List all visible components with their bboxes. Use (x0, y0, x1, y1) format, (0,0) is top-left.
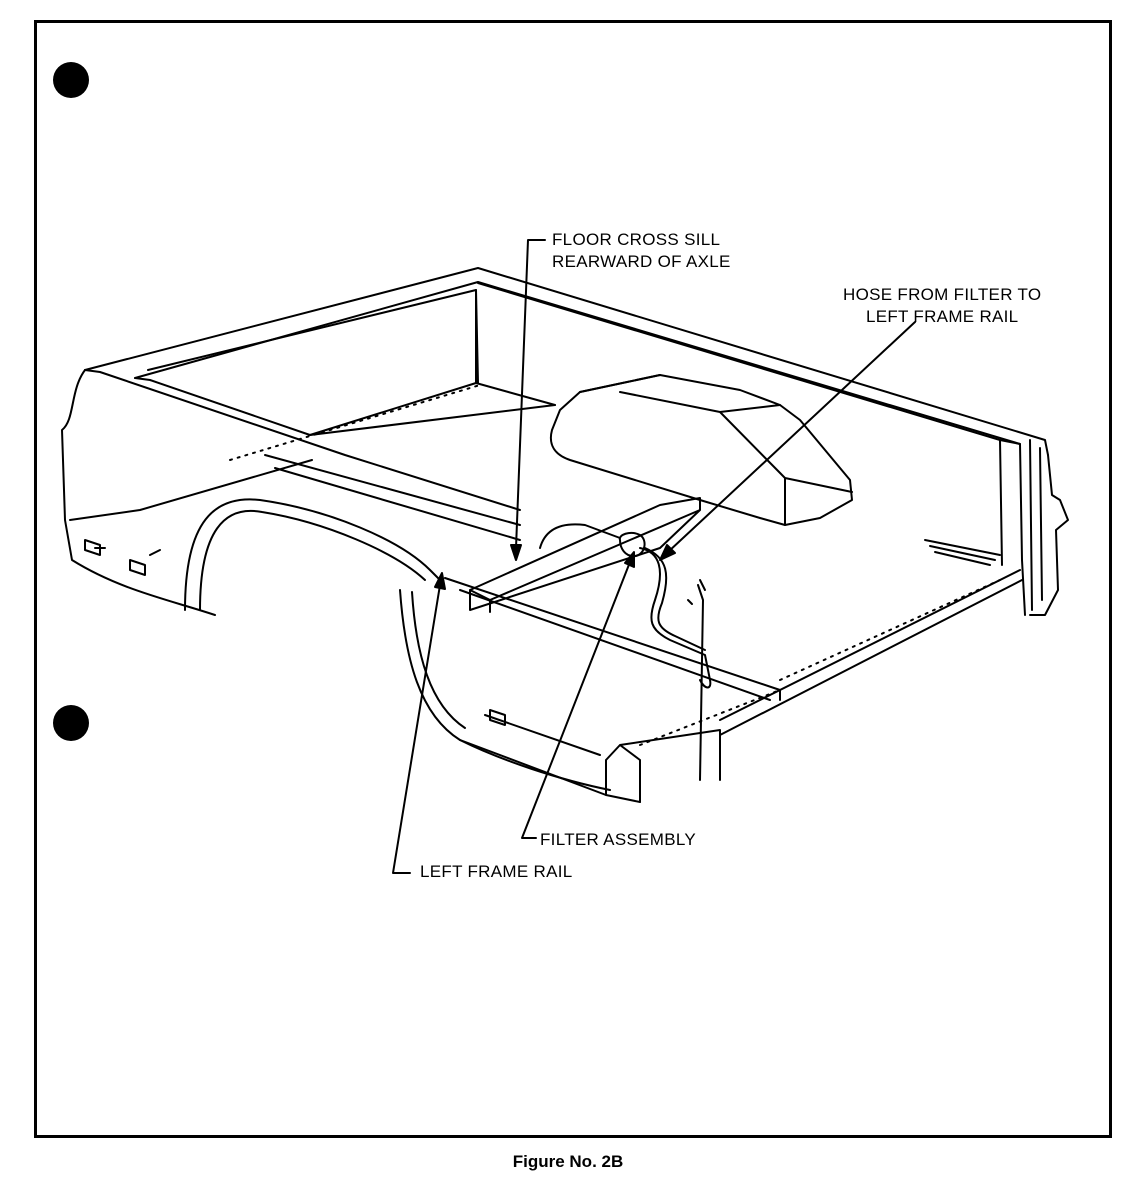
hose-inner (644, 547, 706, 651)
leader-filter-arrow (624, 551, 635, 568)
cross-sill (469, 497, 701, 613)
rear-post-right (697, 584, 704, 781)
binder-hole-bottom (53, 705, 89, 741)
stake-pocket-1 (84, 539, 106, 556)
leader-filter (521, 561, 631, 839)
floor-ribs (229, 384, 1001, 746)
leader-hose-arrow (659, 544, 676, 561)
stake-pocket-2 (129, 549, 161, 576)
leader-floor-sill (515, 239, 546, 549)
leader-hose (667, 321, 916, 553)
bed-floor-rear-edge-2 (719, 579, 1023, 736)
label-filter-assembly: FILTER ASSEMBLY (540, 830, 696, 849)
front-wall-floor-edge (475, 382, 556, 406)
wheel-hump (550, 374, 853, 526)
label-hose-line1: HOSE FROM FILTER TO (843, 285, 1042, 304)
label-left-frame-rail: LEFT FRAME RAIL (420, 862, 573, 881)
left-bedside-bottom (459, 739, 641, 803)
wheel-hump-ridge (579, 374, 853, 526)
leader-frame-rail-arrow (434, 572, 446, 590)
figure-caption: Figure No. 2B (512, 1152, 624, 1171)
wheel-arch-lower-inner (411, 591, 466, 729)
right-wall-inner (999, 439, 1023, 561)
label-floor-cross-sill: FLOOR CROSS SILL REARWARD OF AXLE (552, 229, 731, 273)
hose (639, 547, 712, 689)
left-bedside-rear-line-2 (459, 589, 771, 701)
left-bedside-front (61, 369, 216, 616)
front-wall (309, 289, 477, 436)
rear-post (605, 729, 721, 803)
right-rear-post (1021, 439, 1069, 616)
filter-assembly (618, 531, 646, 558)
bed-inner-rim (147, 289, 479, 384)
label-floor-cross-sill-line2: REARWARD OF AXLE (552, 252, 731, 271)
bed-front-rail (84, 267, 1049, 456)
left-bedside-upper-line (264, 454, 521, 526)
left-bedside-lower-line (274, 467, 521, 541)
left-bedside-lower-trim (484, 714, 601, 756)
wheel-arch-inner (199, 509, 426, 611)
figure-border (34, 20, 1112, 1138)
left-bedside-top-inner (134, 377, 311, 436)
hose-clip (687, 579, 706, 605)
leader-frame-rail (392, 584, 441, 874)
leader-floor-sill-arrow (510, 544, 522, 561)
bed-floor-left-edge (309, 404, 556, 436)
wheel-arch-lower (399, 589, 611, 791)
binder-hole-top (53, 62, 89, 98)
stake-pocket-3 (489, 709, 506, 726)
left-bedside-rear-line (444, 577, 781, 701)
floor-rib-marks (924, 539, 1001, 566)
filter-hose-loop (539, 523, 621, 549)
bed-floor-rear-edge (719, 569, 1021, 721)
label-floor-cross-sill-line1: FLOOR CROSS SILL (552, 230, 721, 249)
label-hose-line2: LEFT FRAME RAIL (865, 307, 1019, 326)
label-hose: HOSE FROM FILTER TO LEFT FRAME RAIL (843, 284, 1041, 328)
left-bedside-top (84, 369, 521, 511)
left-bedside-front-panel (69, 459, 313, 521)
wheel-arch-outer (184, 498, 441, 611)
